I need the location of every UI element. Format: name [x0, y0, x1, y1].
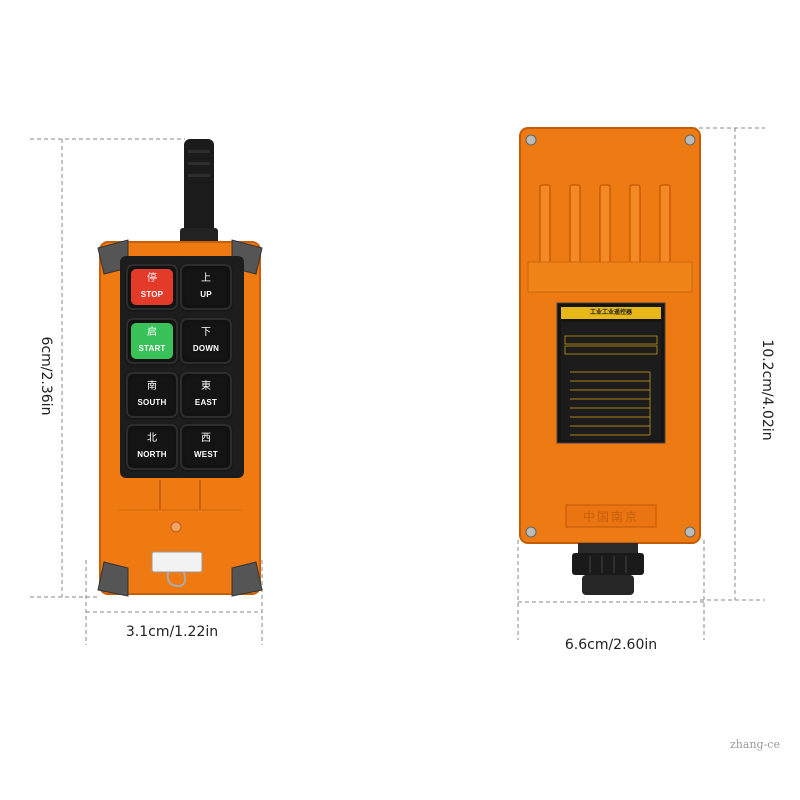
handset-width-label: 3.1cm/1.22in	[125, 624, 219, 640]
east-button-face: 東 EAST	[185, 377, 227, 413]
down-button-top-label: 下	[201, 327, 211, 338]
antenna	[180, 139, 218, 249]
down-button-face: 下 DOWN	[185, 323, 227, 359]
west-button-label: WEST	[194, 450, 218, 459]
down-button[interactable]: 下 DOWN	[180, 318, 232, 364]
stop-button-label: STOP	[140, 290, 164, 299]
down-button-label: DOWN	[192, 344, 220, 353]
up-button-top-label: 上	[201, 273, 211, 284]
south-button-face: 南 SOUTH	[131, 377, 173, 413]
handset-dimension-lines	[30, 138, 263, 645]
east-button-top-label: 東	[201, 381, 211, 392]
stop-button-face: 停 STOP	[131, 269, 173, 305]
start-button-face: 启 START	[131, 323, 173, 359]
receiver-dimension-lines	[517, 127, 765, 640]
start-button-top-label: 启	[147, 327, 157, 338]
north-button-top-label: 北	[147, 433, 157, 444]
north-button[interactable]: 北 NORTH	[126, 424, 178, 470]
north-button-face: 北 NORTH	[131, 429, 173, 465]
handset-height-label: 6cm/2.36in	[38, 336, 54, 416]
start-button[interactable]: 启 START	[126, 318, 178, 364]
up-button[interactable]: 上 UP	[180, 264, 232, 310]
east-button-label: EAST	[194, 398, 218, 407]
stop-button[interactable]: 停 STOP	[126, 264, 178, 310]
west-button-face: 西 WEST	[185, 429, 227, 465]
west-button-top-label: 西	[201, 433, 211, 444]
receiver-width-label: 6.6cm/2.60in	[564, 637, 658, 653]
up-button-label: UP	[200, 290, 212, 299]
north-button-label: NORTH	[137, 450, 167, 459]
south-button[interactable]: 南 SOUTH	[126, 372, 178, 418]
south-button-top-label: 南	[147, 381, 157, 392]
east-button[interactable]: 東 EAST	[180, 372, 232, 418]
receiver-emboss-text: 中国南京	[582, 510, 639, 524]
south-button-label: SOUTH	[137, 398, 167, 407]
west-button[interactable]: 西 WEST	[180, 424, 232, 470]
receiver-height-label: 10.2cm/4.02in	[759, 339, 775, 441]
receiver-body	[519, 127, 701, 595]
stop-button-top-label: 停	[147, 273, 157, 284]
up-button-face: 上 UP	[185, 269, 227, 305]
watermark-text: zhang-ce	[730, 738, 780, 751]
start-button-label: START	[138, 344, 166, 353]
receiver-label-title: 工业工业遥控器	[589, 309, 632, 316]
